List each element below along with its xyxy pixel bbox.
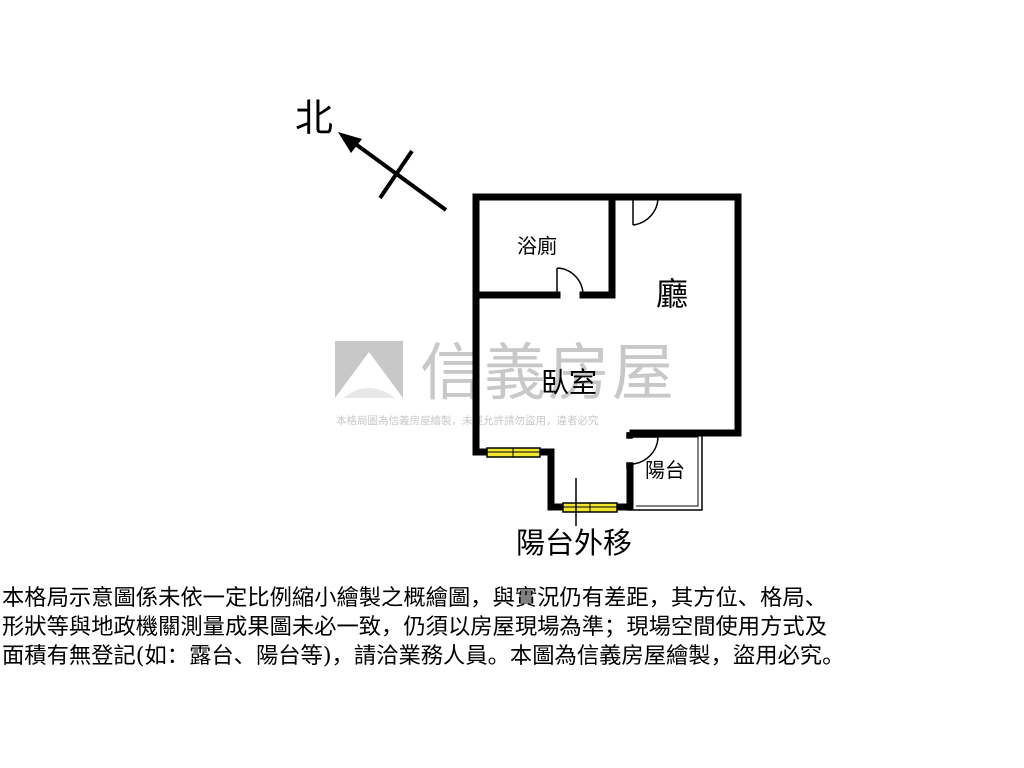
watermark-logo: [335, 341, 403, 398]
window-bedroom: [486, 447, 541, 458]
disclaimer-line: 形狀等與地政機關測量成果圖未必一致，仍須以房屋現場為準；現場空間使用方式及: [2, 614, 827, 640]
watermark-brand: 信義房屋: [420, 336, 676, 409]
floor-plan: 信義房屋 本格局圖為信義房屋繪製，未經允許請勿盜用，違者必究 北: [295, 96, 742, 560]
window-alcove: [562, 502, 618, 513]
compass-north-label: 北: [295, 96, 333, 140]
disclaimer-line: 面積有無登記(如：露台、陽台等)，請洽業務人員。本圖為信義房屋繪製，盜用必究。: [2, 643, 845, 669]
door-balcony: [626, 432, 659, 469]
watermark-notice: 本格局圖為信義房屋繪製，未經允許請勿盜用，違者必究: [336, 414, 599, 427]
compass-arrow-head-icon: [338, 132, 362, 153]
door-entrance: [630, 194, 659, 226]
compass: 北: [295, 96, 448, 212]
room-label-living: 廳: [656, 275, 688, 313]
room-label-balcony: 陽台: [645, 458, 685, 482]
walls: [472, 193, 742, 511]
disclaimer-line: 本格局示意圖係未依一定比例縮小繪製之概繪圖，與實況仍有差距，其方位、格局、: [2, 585, 827, 611]
room-label-bedroom: 臥室: [541, 366, 597, 399]
door-bathroom: [554, 267, 584, 298]
room-label-bathroom: 浴廁: [517, 234, 557, 258]
annotation-balcony-moved: 陽台外移: [516, 526, 632, 560]
disclaimer: 本格局示意圖係未依一定比例縮小繪製之概繪圖，與實況仍有差距，其方位、格局、 形狀…: [2, 584, 1022, 671]
compass-crossbar: [378, 149, 414, 200]
